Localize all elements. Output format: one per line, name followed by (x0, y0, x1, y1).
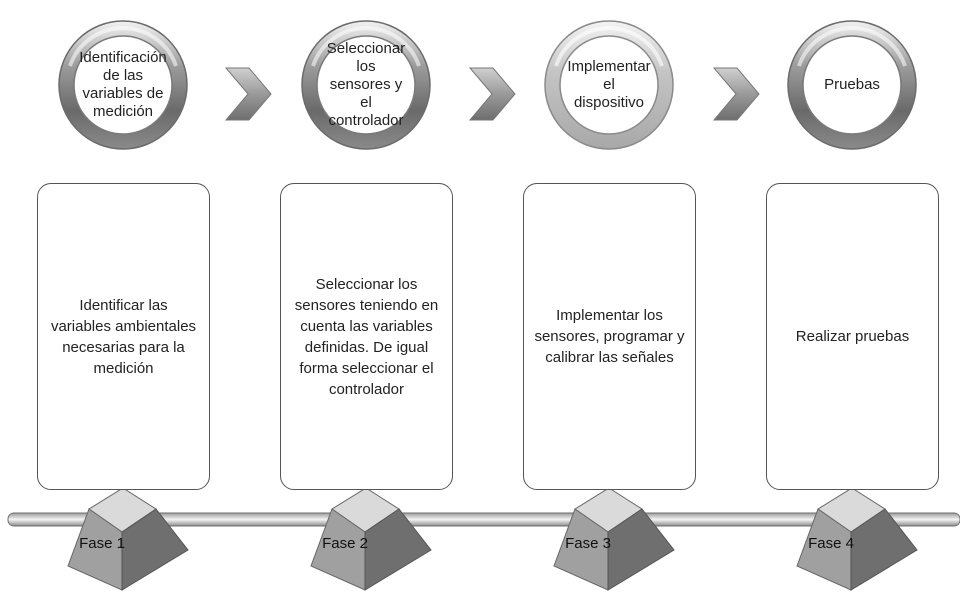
timeline-pipe (7, 512, 960, 527)
phase-ring-icon (544, 20, 674, 150)
phase-3-description: Implementar los sensores, programar y ca… (534, 307, 685, 366)
chevron-arrow-icon (224, 67, 272, 121)
phase-cube-icon (553, 487, 675, 591)
phase-1-label: Fase 1 (79, 535, 125, 552)
chevron-arrow-icon (712, 67, 760, 121)
phase-1-description-box: Identificar las variables ambientales ne… (37, 183, 210, 490)
phase-cube-icon (796, 487, 918, 591)
phase-1-description: Identificar las variables ambientales ne… (50, 296, 197, 377)
phase-3-label: Fase 3 (565, 535, 611, 552)
phase-ring-icon (58, 20, 188, 150)
phase-2-description: Seleccionar los sensores teniendo en cue… (294, 275, 439, 398)
phase-2-label: Fase 2 (322, 535, 368, 552)
phase-3-title: Implementar el dispositivo (567, 58, 651, 111)
phase-ring-icon (301, 20, 431, 150)
phase-2-title: Seleccionar los sensores y el controlado… (326, 40, 406, 129)
phase-cube-icon (310, 487, 432, 591)
chevron-arrow-icon (468, 67, 516, 121)
phase-4-description: Realizar pruebas (795, 328, 910, 345)
phase-1-title: Identificación de las variables de medic… (79, 49, 167, 120)
phase-3-description-box: Implementar los sensores, programar y ca… (523, 183, 696, 490)
phase-2-description-box: Seleccionar los sensores teniendo en cue… (280, 183, 453, 490)
phase-ring-icon (787, 20, 917, 150)
phase-cube-icon (67, 487, 189, 591)
phase-4-label: Fase 4 (808, 535, 854, 552)
phase-4-title: Pruebas (824, 76, 880, 93)
phase-4-description-box: Realizar pruebas (766, 183, 939, 490)
